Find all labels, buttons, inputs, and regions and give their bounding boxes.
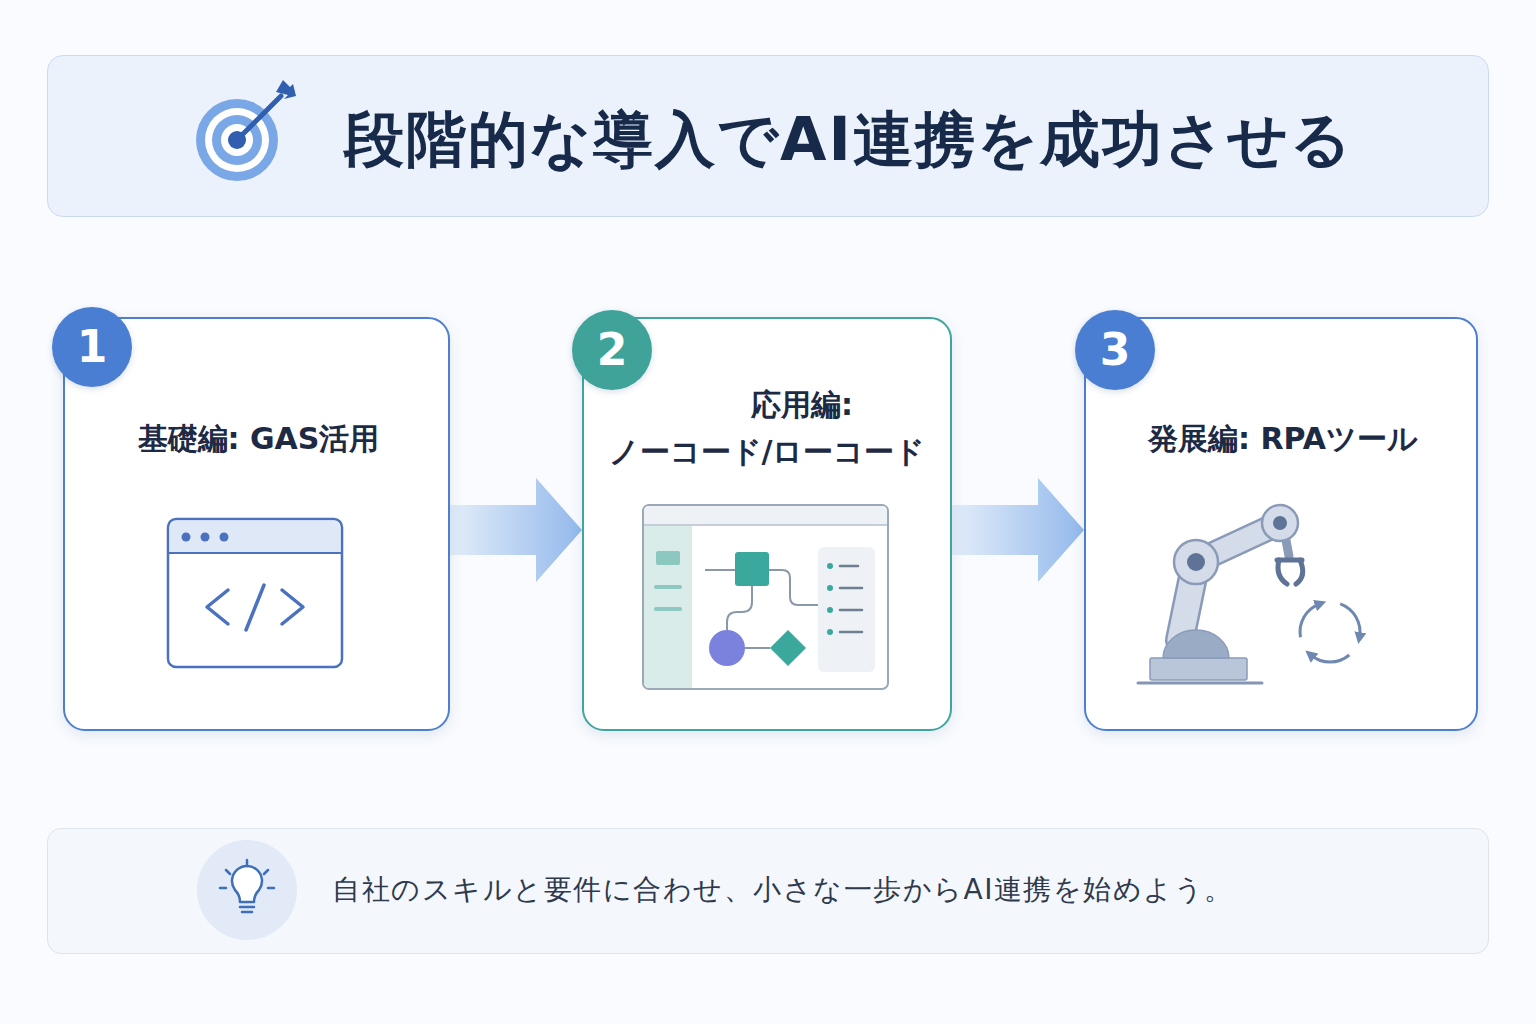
robot-base — [1150, 658, 1247, 680]
step-card: 基礎編: GAS活用 1 — [63, 317, 450, 731]
flow-wire — [705, 570, 818, 648]
sidebar-item — [656, 551, 680, 565]
robot-dome — [1163, 630, 1229, 658]
target-ring — [212, 115, 262, 165]
editor-frame — [643, 505, 888, 689]
caption-band: 自社のスキルと要件に合わせ、小さな一歩からAI連携を始めよう。 — [47, 828, 1489, 954]
step-title: 応用編: ノーコード/ローコード — [602, 381, 932, 475]
step-number-text: 3 — [1100, 328, 1131, 372]
cycle-arrow — [1340, 604, 1360, 637]
bulb-glass — [232, 866, 262, 902]
panel-bullet — [827, 563, 833, 569]
nocode-editor-icon — [643, 505, 888, 689]
step-card: 発展編: RPAツール 3 — [1084, 317, 1478, 731]
panel-bullet — [827, 607, 833, 613]
flow-circle — [709, 630, 745, 666]
robot-arm-icon — [1138, 505, 1360, 683]
editor-titlebar — [644, 506, 887, 525]
step-number-text: 2 — [597, 328, 628, 372]
target-ring — [221, 124, 253, 156]
robot-joint — [1174, 540, 1218, 584]
window-frame — [168, 519, 342, 667]
robot-gripper — [1277, 558, 1302, 563]
flow-square — [735, 552, 769, 586]
step-number: 1 — [52, 307, 132, 387]
sidebar-item — [656, 585, 680, 589]
lightbulb-icon — [197, 840, 297, 940]
window-divider — [169, 552, 341, 554]
target-bullseye — [228, 131, 246, 149]
target-icon — [196, 80, 296, 181]
robot-lower-arm — [1180, 562, 1196, 640]
ground-line — [1138, 682, 1262, 685]
target-arrow-fletching — [276, 80, 296, 99]
icon-backdrop — [197, 840, 297, 940]
robot-wrist — [1284, 530, 1289, 556]
target-ring — [205, 108, 269, 172]
cycle-arrow — [1300, 604, 1320, 637]
step-card: 応用編: ノーコード/ローコード 2 — [582, 317, 952, 731]
step-title: 発展編: RPAツール — [1096, 415, 1470, 462]
target-arrow — [240, 96, 281, 137]
bulb-rays — [220, 860, 274, 888]
step-number: 2 — [572, 310, 652, 390]
robot-upper-arm — [1196, 523, 1280, 562]
bulb-base — [240, 907, 254, 912]
editor-sidebar — [644, 526, 692, 688]
flow-diamond — [770, 630, 806, 666]
robot-joint — [1262, 505, 1298, 541]
diagram-caption: 自社のスキルと要件に合わせ、小さな一歩からAI連携を始めよう。 — [332, 870, 1234, 910]
robot-joint-core — [1273, 516, 1287, 530]
panel-bullet — [827, 585, 833, 591]
step-number-text: 1 — [77, 325, 108, 369]
flow-arrow — [952, 478, 1084, 582]
code-bracket — [282, 590, 303, 624]
code-slash — [246, 585, 264, 630]
title-band: 段階的な導入でAI連携を成功させる — [47, 55, 1489, 217]
robot-joint-core — [1187, 553, 1205, 571]
step-number: 3 — [1075, 310, 1155, 390]
diagram-title: 段階的な導入でAI連携を成功させる — [344, 104, 1353, 174]
step-title: 基礎編: GAS活用 — [75, 415, 442, 462]
robot-gripper — [1278, 560, 1303, 584]
window-dot — [201, 533, 210, 542]
window-dot — [182, 533, 191, 542]
robot-lower-arm — [1180, 562, 1196, 640]
cycle-arrow — [1311, 655, 1350, 662]
panel-bullet — [827, 629, 833, 635]
sidebar-item — [656, 607, 680, 611]
target-ring — [196, 99, 278, 181]
panel-line — [840, 566, 862, 632]
code-window-icon — [168, 519, 342, 667]
flow-arrow — [450, 478, 582, 582]
editor-divider — [644, 524, 887, 526]
properties-panel — [818, 547, 875, 672]
window-dot — [220, 533, 229, 542]
code-bracket — [207, 590, 228, 624]
robot-upper-arm — [1196, 523, 1280, 562]
window-titlebar — [170, 521, 340, 553]
